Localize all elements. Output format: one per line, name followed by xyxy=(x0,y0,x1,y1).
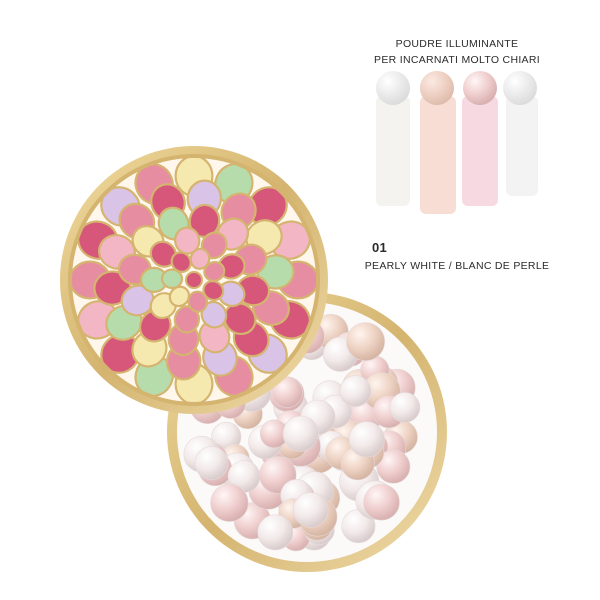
shade-name: PEARLY WHITE / BLANC DE PERLE xyxy=(364,260,550,272)
description-line-2: PER INCARNATI MOLTO CHIARI xyxy=(374,54,540,66)
swatch-strokes xyxy=(376,96,538,214)
pearl-bead xyxy=(282,415,319,452)
lid-petal xyxy=(189,247,211,270)
lid-petal xyxy=(170,251,192,273)
lid-petal xyxy=(223,302,257,336)
description-line-1: POUDRE ILLUMINANTE xyxy=(395,38,519,50)
lid-petal xyxy=(93,270,132,306)
lid-petal xyxy=(256,254,295,290)
lid-petal xyxy=(203,261,226,282)
pearl-bead xyxy=(271,376,303,408)
pearl-bead xyxy=(339,375,372,407)
pearl-bead xyxy=(292,492,329,528)
pearl-bead xyxy=(194,446,229,481)
product-description: POUDRE ILLUMINANTE PER INCARNATI MOLTO C… xyxy=(352,36,562,68)
lid-petal xyxy=(202,280,225,302)
pearl-bead xyxy=(348,421,385,458)
lid-petal xyxy=(188,203,221,238)
pearl-bead xyxy=(257,514,294,551)
lid-petals xyxy=(68,154,320,406)
lid-petal xyxy=(174,226,201,255)
pearl-bead xyxy=(363,483,400,521)
flower-lid xyxy=(60,146,328,414)
lid-center xyxy=(185,271,203,289)
lid-petal xyxy=(168,285,191,308)
lid-petal xyxy=(187,290,209,313)
pearl-bead xyxy=(376,449,411,484)
pearl-bead xyxy=(389,392,421,423)
lid-petal xyxy=(160,268,184,290)
shade-number: 01 xyxy=(372,240,388,255)
pearl-bead xyxy=(346,322,386,362)
swatch-spheres xyxy=(376,71,537,105)
pearl-bead xyxy=(210,483,249,522)
lid-petal xyxy=(120,284,155,317)
